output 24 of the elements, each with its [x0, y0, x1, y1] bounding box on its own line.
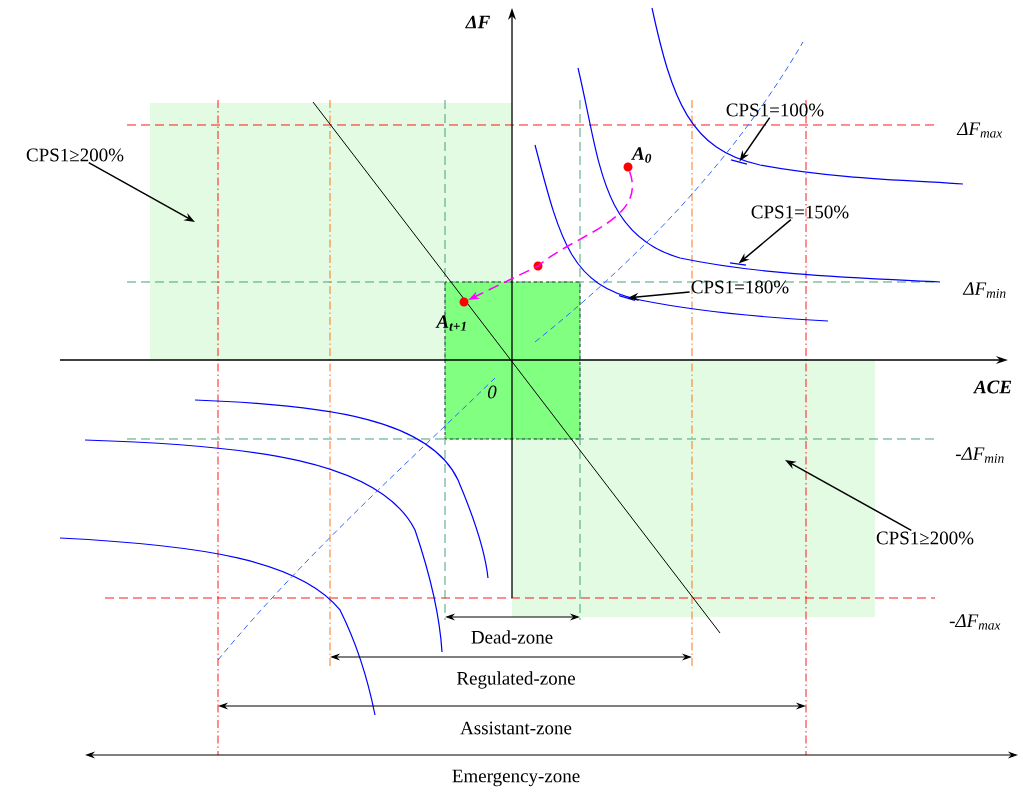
curve-label: CPS1=100%	[726, 103, 824, 117]
curve-point	[730, 159, 748, 165]
shaded-region	[150, 103, 512, 360]
curve-label: CPS1≥200%	[876, 531, 974, 545]
curve-label: CPS1=150%	[751, 205, 849, 219]
zone-label: Dead-zone	[471, 630, 553, 644]
curve-label: CPS1≥200%	[26, 148, 124, 162]
curve-label: CPS1=180%	[691, 280, 789, 294]
axis-label: ΔF	[465, 15, 490, 29]
zone-label: Assistant-zone	[460, 721, 572, 735]
axis-label: ΔF$_{max}$	[956, 122, 1003, 138]
axis-label: ACE	[973, 380, 1012, 394]
curve-point	[618, 295, 636, 301]
point-marker	[623, 162, 633, 172]
axis-label: -ΔF$_{max}$	[949, 614, 1001, 630]
axis-label: -ΔF$_{min}$	[955, 447, 1004, 463]
curve-point	[729, 262, 747, 266]
shaded-region	[512, 360, 875, 617]
point-label: A$_{t+1}$	[435, 315, 466, 331]
axis-label: ΔF$_{min}$	[962, 282, 1006, 298]
point-marker	[459, 297, 469, 307]
point-label: A$_{0}$	[631, 147, 652, 163]
zone-label: Regulated-zone	[456, 671, 575, 689]
zone-label: Emergency-zone	[452, 769, 580, 787]
